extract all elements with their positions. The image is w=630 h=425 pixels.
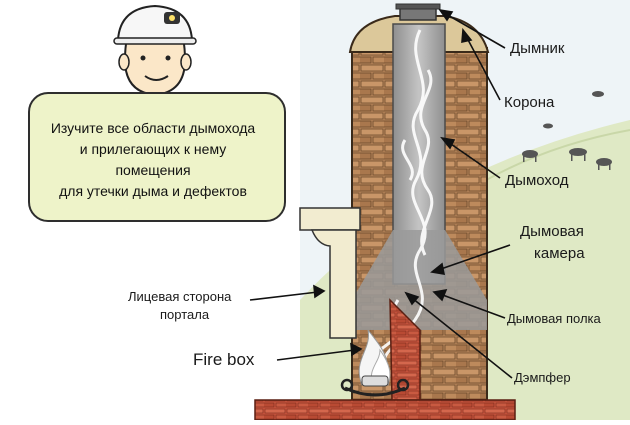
- label-firebox: Fire box: [193, 350, 255, 369]
- fireplace-face: [299, 207, 361, 339]
- label-damper: Дэмпфер: [514, 370, 571, 385]
- bubble-line: помещения: [115, 162, 191, 178]
- bubble-line: Изучите все области дымохода: [50, 120, 256, 136]
- chimney-cap: [399, 7, 437, 21]
- label-fireplace-face-1: Лицевая сторона: [128, 289, 232, 304]
- inspector-with-helmet-icon: [113, 4, 197, 105]
- bubble-text: Изучите все области дымохода и прилегающ…: [30, 118, 276, 202]
- grazing-cow-icon: [522, 91, 612, 170]
- hearth: [254, 399, 516, 421]
- label-crown: Корона: [504, 94, 555, 111]
- label-smoke-shelf: Дымовая полка: [507, 311, 601, 326]
- leader-lines: [249, 8, 513, 379]
- bubble-line: и прилегающих к нему: [79, 141, 227, 157]
- label-fireplace-face-2: портала: [160, 307, 210, 322]
- fire-grate-icon: [340, 375, 410, 397]
- label-smoke-chamber-2: камера: [534, 245, 585, 262]
- label-chimney-cap: Дымник: [510, 40, 565, 57]
- label-smoke-chamber-1: Дымовая: [520, 223, 584, 240]
- label-flue: Дымоход: [505, 172, 569, 189]
- bubble-line: для утечки дыма и дефектов: [59, 183, 247, 199]
- speech-bubble: [28, 92, 286, 222]
